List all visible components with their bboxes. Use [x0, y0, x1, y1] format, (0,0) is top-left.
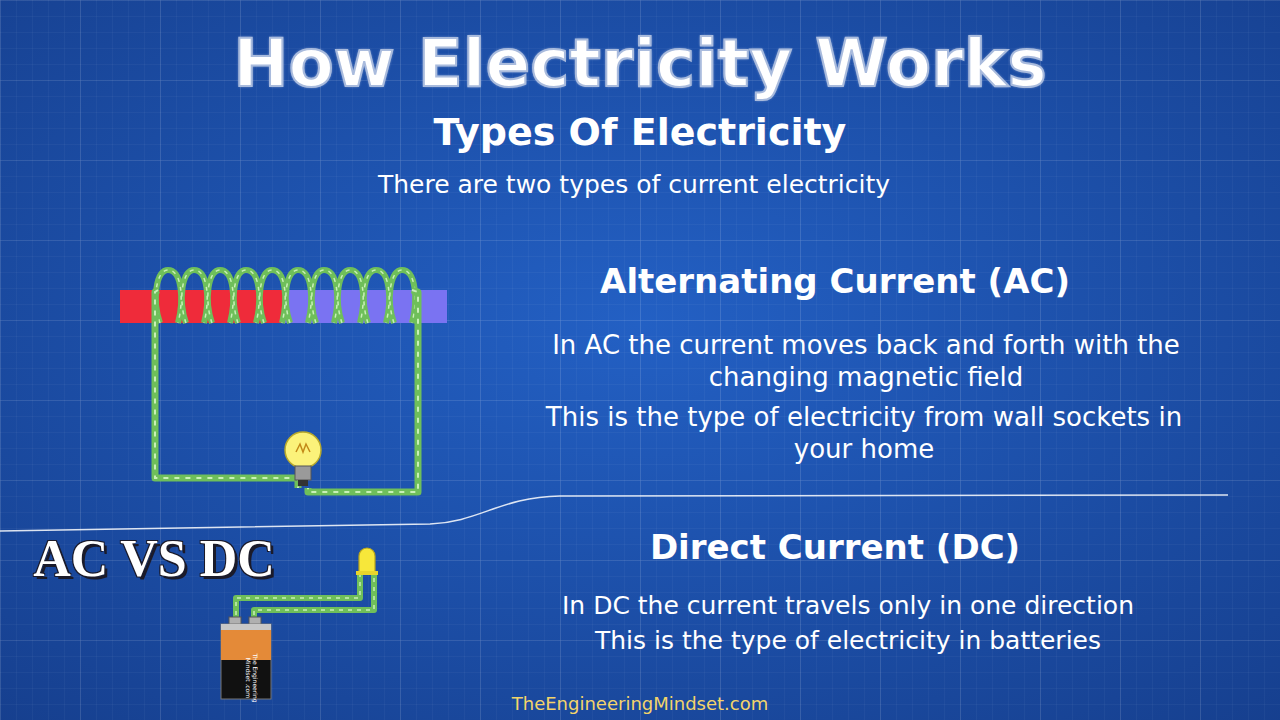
coil-winding [234, 270, 259, 323]
coil-winding [208, 270, 233, 323]
battery-brand-wrap: The Engineering Mindset .com [245, 648, 260, 708]
divider-line [0, 495, 1228, 531]
title: How Electricity Works [140, 24, 1140, 105]
section-heading: Direct Current (DC) [515, 527, 1155, 568]
current-flow [182, 270, 207, 323]
battery-brand: The Engineering Mindset .com [245, 648, 260, 708]
current-flow [312, 270, 337, 323]
led [356, 548, 378, 575]
subtitle: Types Of Electricity [290, 109, 990, 155]
current-flow [156, 270, 181, 323]
body-text: In AC the current moves back and forth w… [516, 330, 1216, 393]
body-text-wrap: This is the type of electricity in batte… [438, 626, 1258, 657]
current-flow [208, 270, 233, 323]
current-flow [286, 270, 311, 323]
body-text: This is the type of electricity from wal… [514, 402, 1214, 465]
current-flow [155, 290, 298, 488]
coil-winding [156, 270, 181, 323]
wire [308, 290, 418, 492]
current-flow [364, 270, 389, 323]
body-text-wrap: This is the type of electricity from wal… [514, 402, 1214, 465]
title-wrap: How Electricity Works [140, 24, 1140, 105]
coil-winding [182, 270, 207, 323]
intro-text: There are two types of current electrici… [184, 170, 1084, 201]
current-flow [260, 270, 285, 323]
current-flow [390, 270, 415, 323]
badge-text: AC VS DC [4, 527, 304, 590]
body-text-wrap: In AC the current moves back and forth w… [516, 330, 1216, 393]
body-text-wrap: In DC the current travels only in one di… [438, 591, 1258, 622]
current-flow [234, 270, 259, 323]
ac-generator-circuit [120, 270, 447, 492]
body-text: This is the type of electricity in batte… [438, 626, 1258, 657]
watermark-wrap: TheEngineeringMindset.com [390, 693, 890, 715]
light-bulb [285, 432, 321, 486]
section-heading: Alternating Current (AC) [515, 261, 1155, 302]
section-heading-wrap: Alternating Current (AC) [515, 261, 1155, 302]
coil-winding [312, 270, 337, 323]
coil-winding [260, 270, 285, 323]
intro-text-wrap: There are two types of current electrici… [184, 170, 1084, 201]
wire [155, 290, 298, 488]
coil-winding [364, 270, 389, 323]
coil-winding [390, 270, 415, 323]
coil-winding [338, 270, 363, 323]
body-text: In DC the current travels only in one di… [438, 591, 1258, 622]
current-flow [308, 290, 418, 492]
current-flow [338, 270, 363, 323]
subtitle-wrap: Types Of Electricity [290, 109, 990, 155]
badge-text-wrap: AC VS DC [4, 527, 304, 590]
section-heading-wrap: Direct Current (DC) [515, 527, 1155, 568]
coil-winding [286, 270, 311, 323]
watermark: TheEngineeringMindset.com [390, 693, 890, 715]
